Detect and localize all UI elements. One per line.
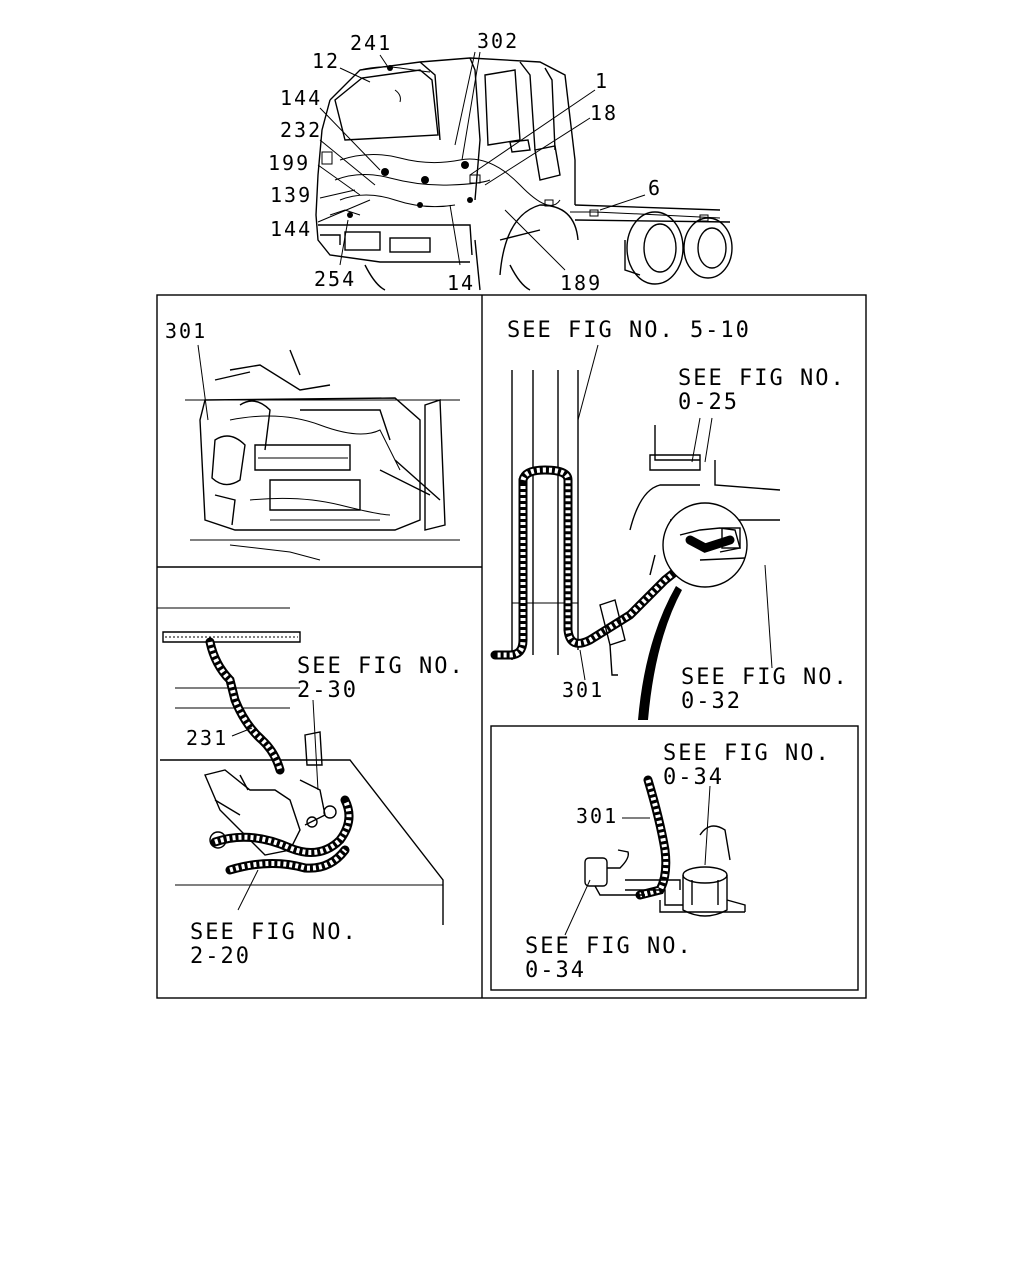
cab-ref-top-1: SEE FIG NO. <box>297 654 465 679</box>
callout-14: 14 <box>447 271 475 295</box>
cab-ref-bottom-2: 2-20 <box>190 944 251 969</box>
frame-panel: SEE FIG NO. 5-10 SEE FIG NO. 0-25 SEE FI… <box>490 318 849 720</box>
callout-18: 18 <box>590 101 618 125</box>
detail-part-label: 301 <box>576 804 618 828</box>
frame-ref-right-1: SEE FIG NO. <box>678 366 846 391</box>
cab-part-label: 231 <box>186 726 228 750</box>
cab-ref-bottom-1: SEE FIG NO. <box>190 920 358 945</box>
callout-144-bottom: 144 <box>270 217 312 241</box>
detail-inset: SEE FIG NO. 0-34 301 SEE FIG NO. 0-34 <box>525 741 831 983</box>
cab-ref-top-2: 2-30 <box>297 678 358 703</box>
frame-ref-bottom-2: 0-32 <box>681 689 742 714</box>
callout-189: 189 <box>560 271 602 295</box>
detail-ref-top-2: 0-34 <box>663 765 724 790</box>
callout-254: 254 <box>314 267 356 291</box>
callout-12: 12 <box>312 49 340 73</box>
callout-241: 241 <box>350 31 392 55</box>
callout-6: 6 <box>648 176 662 200</box>
detail-ref-bottom-2: 0-34 <box>525 958 586 983</box>
frame-part-label: 301 <box>562 678 604 702</box>
frame-ref-top: SEE FIG NO. 5-10 <box>507 318 751 343</box>
callout-302: 302 <box>477 29 519 53</box>
callout-139: 139 <box>270 183 312 207</box>
engine-panel: 301 <box>165 319 460 561</box>
callout-199: 199 <box>268 151 310 175</box>
panel-frames <box>156 294 867 999</box>
cab-panel: SEE FIG NO. 2-30 231 SEE FIG NO. 2-20 <box>157 607 465 969</box>
callout-144-top: 144 <box>280 86 322 110</box>
engine-part-label: 301 <box>165 319 207 343</box>
frame-ref-bottom-1: SEE FIG NO. <box>681 665 849 690</box>
frame-ref-right-2: 0-25 <box>678 390 739 415</box>
detail-ref-top-1: SEE FIG NO. <box>663 741 831 766</box>
callout-232: 232 <box>280 118 322 142</box>
truck-overview: 241 302 12 1 144 18 232 199 6 139 144 25… <box>268 29 733 295</box>
callout-1: 1 <box>595 69 609 93</box>
detail-ref-bottom-1: SEE FIG NO. <box>525 934 693 959</box>
